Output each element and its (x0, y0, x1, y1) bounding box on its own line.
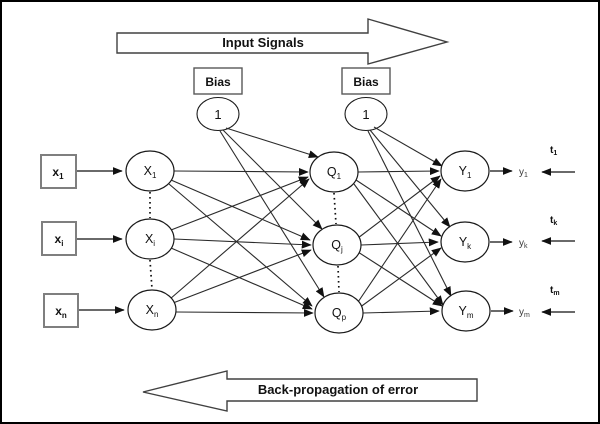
input-to-hidden-edges (168, 167, 314, 317)
node-y1-label: Y1 (459, 164, 472, 180)
bias1-edges (219, 127, 325, 298)
bias2-edges (367, 126, 452, 297)
input-box-xi (41, 221, 77, 256)
node-xi (125, 218, 175, 260)
node-yk-label: Yk (459, 235, 472, 251)
node-xn (127, 289, 177, 331)
output-label-yk: yk (519, 238, 528, 250)
node-ym-label: Ym (458, 304, 473, 320)
dotted-connectors (149, 192, 340, 293)
input-box-xn-label: xn (55, 304, 67, 320)
node-y1 (440, 150, 490, 192)
output-label-y1: y1 (519, 167, 528, 179)
node-qp-label: Qp (332, 306, 347, 322)
target-label-tm: tm (550, 285, 560, 297)
node-xi-label: Xi (145, 232, 155, 248)
bias1-unit: Bias 1 (193, 67, 243, 132)
node-x1-label: X1 (144, 164, 157, 180)
input-signals-arrow (116, 18, 450, 65)
bias2-unit: Bias 1 (341, 67, 391, 132)
node-q1-label: Q1 (327, 165, 342, 181)
backprop-arrow (142, 370, 478, 412)
node-qj-label: Qj (331, 238, 343, 254)
bias1-node (196, 96, 240, 132)
node-qp (314, 292, 364, 334)
target-label-tk: tk (550, 215, 557, 227)
target-arrows (541, 168, 575, 316)
input-box-xi-label: xi (55, 232, 64, 248)
bias2-box-label: Bias (353, 75, 379, 89)
node-q1 (309, 151, 359, 193)
output-arrows (490, 167, 514, 315)
node-qj (312, 224, 362, 266)
input-arrows (77, 167, 125, 314)
target-label-t1: t1 (550, 145, 557, 157)
bias1-box-label: Bias (205, 75, 231, 89)
node-ym (441, 290, 491, 332)
input-box-x1 (40, 154, 77, 189)
bias2-box (341, 67, 391, 95)
input-layer: X1 Xi Xn (125, 150, 177, 331)
node-xn-label: Xn (146, 303, 159, 319)
input-source-boxes: x1 xi xn (40, 154, 79, 328)
output-label-ym: ym (519, 307, 530, 319)
bias2-value: 1 (362, 107, 369, 122)
hidden-layer: Q1 Qj Qp (309, 151, 364, 334)
node-yk (440, 221, 490, 263)
node-x1 (125, 150, 175, 192)
bias1-box (193, 67, 243, 95)
bias1-value: 1 (214, 107, 221, 122)
hidden-to-output-edges (353, 167, 444, 316)
backprop-label: Back-propagation of error (258, 382, 418, 397)
input-signals-label: Input Signals (222, 35, 304, 50)
bias2-node (344, 96, 388, 132)
input-box-x1-label: x1 (52, 165, 64, 181)
input-box-xn (43, 293, 79, 328)
output-layer: Y1 Yk Ym (440, 150, 491, 332)
